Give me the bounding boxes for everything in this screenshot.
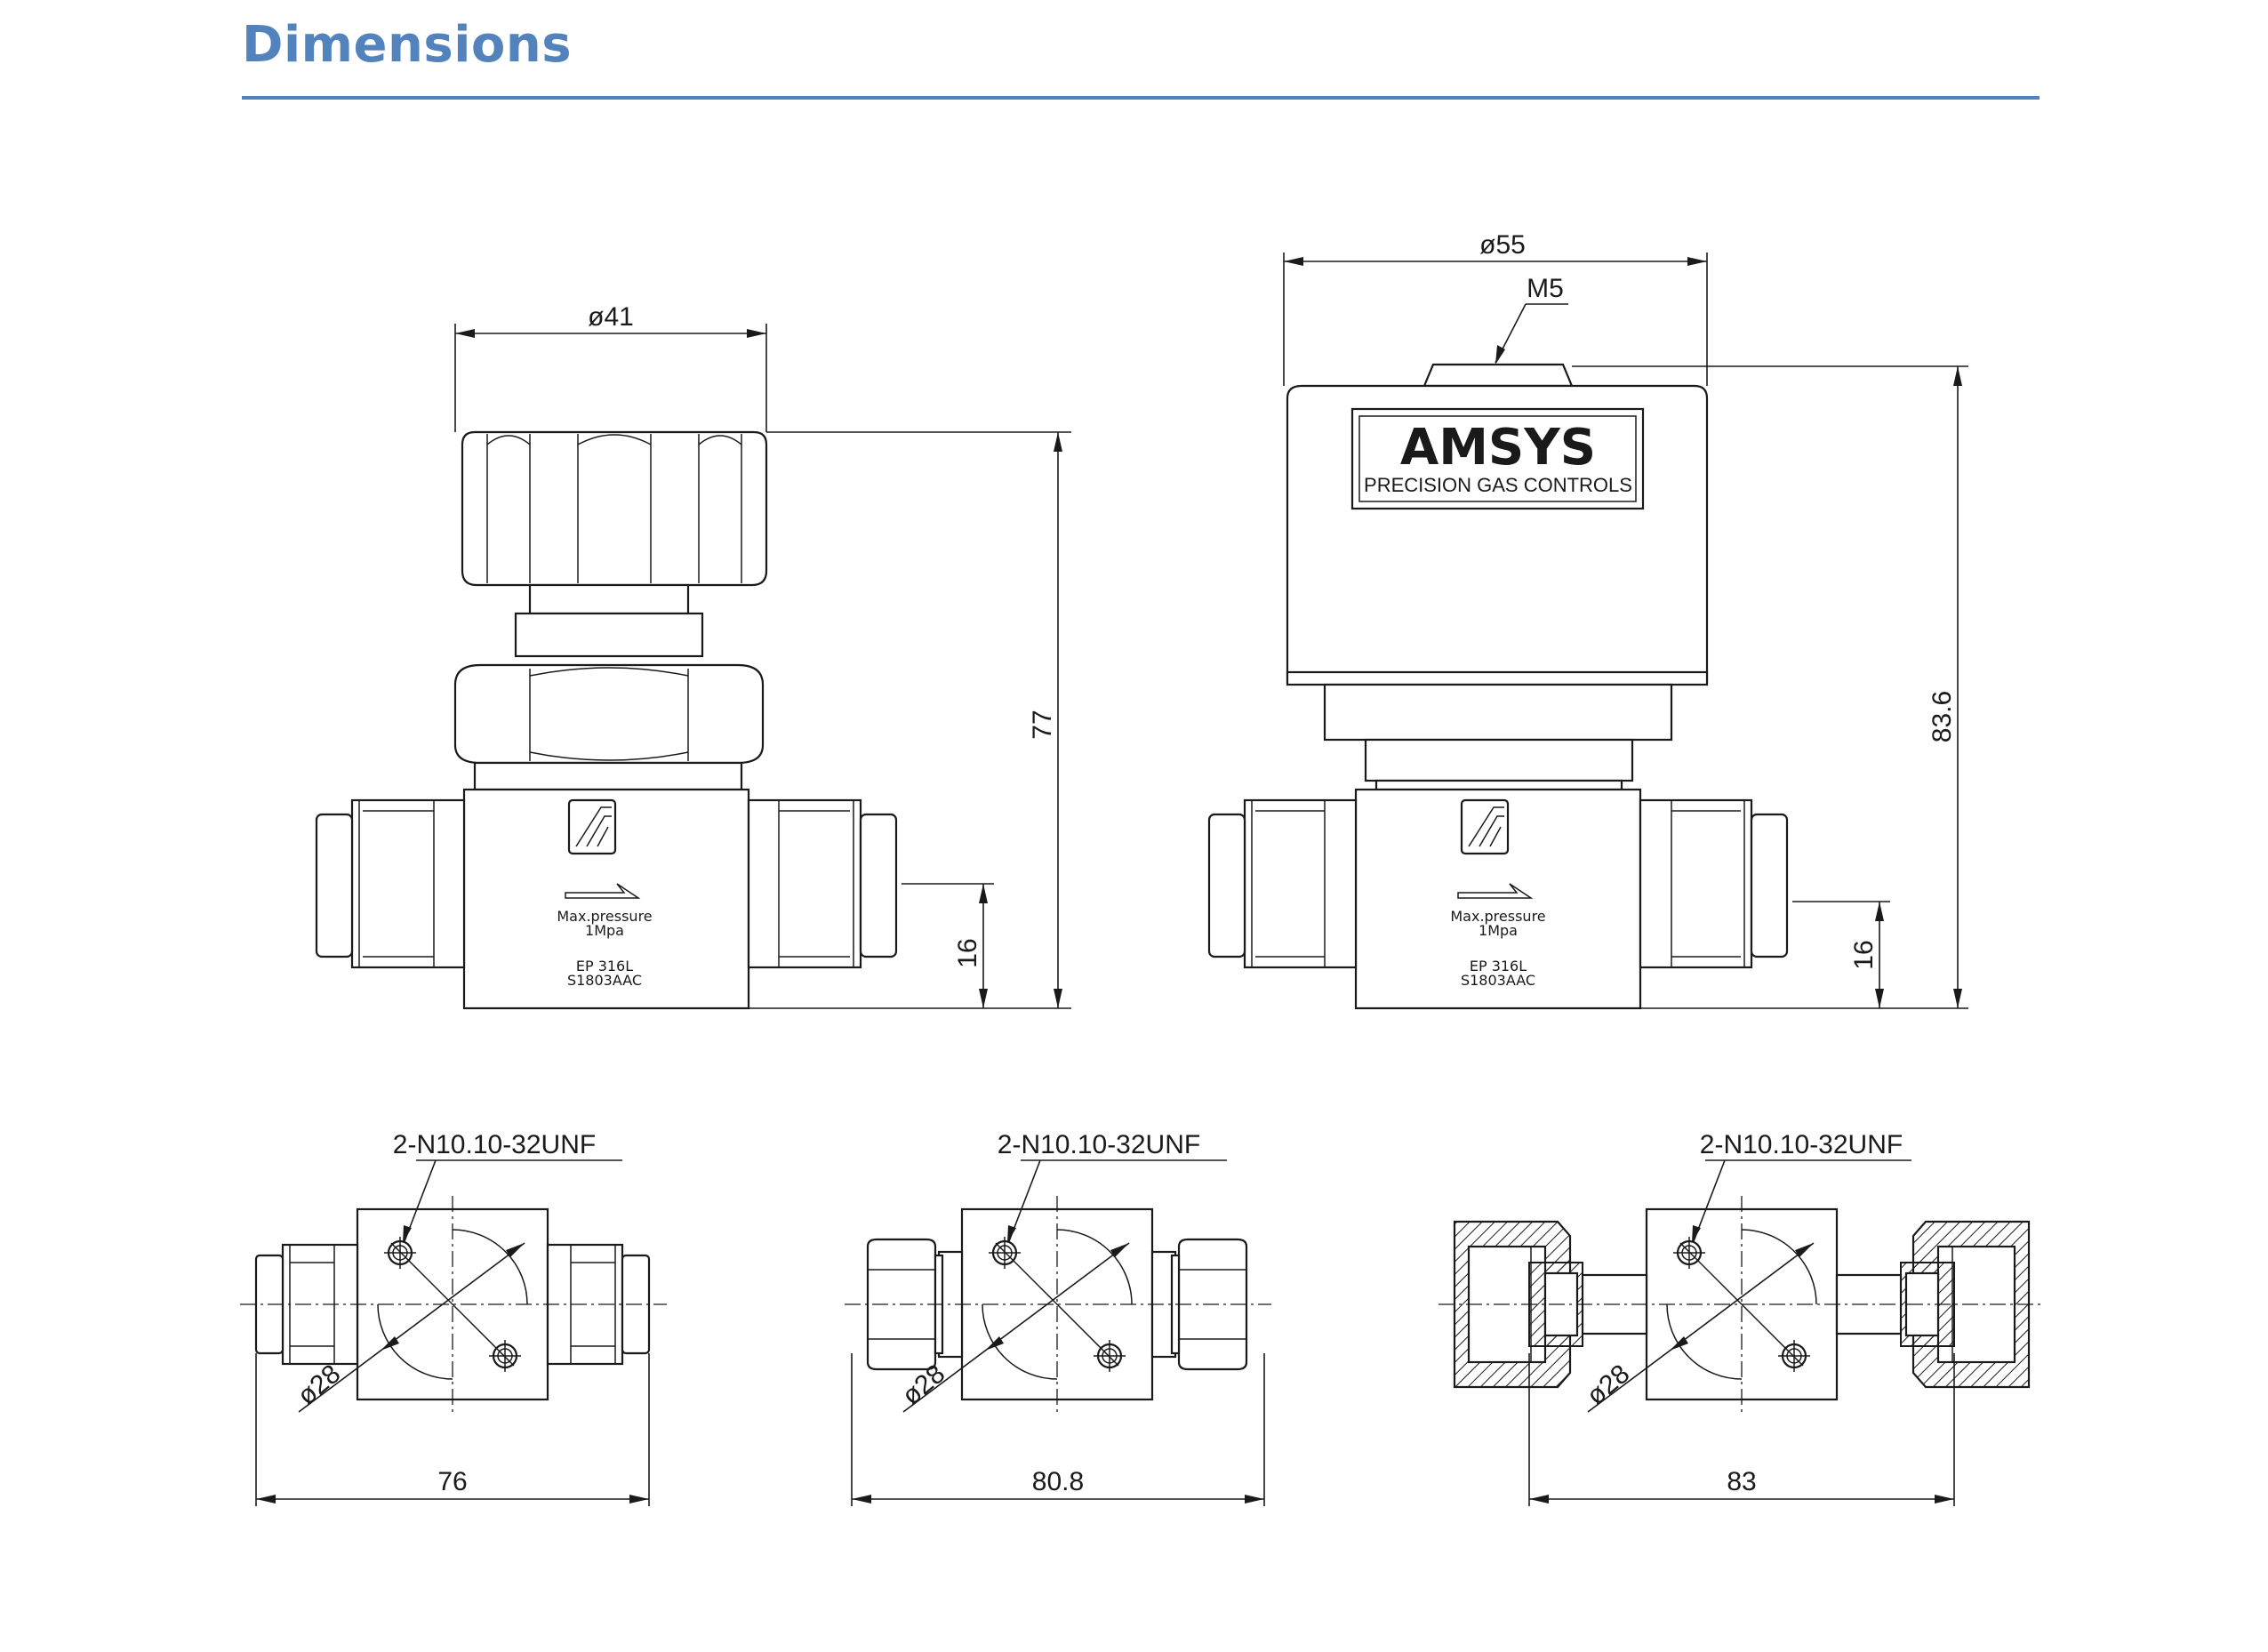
dimension-overall-height: 77 (749, 431, 1071, 1009)
svg-text:16: 16 (953, 938, 982, 967)
bonnet-hex-nut (453, 663, 765, 765)
dimension-port-height: 16 (1792, 901, 1890, 1008)
actuator-housing (1286, 384, 1709, 685)
left-port-fitting (1207, 798, 1358, 969)
bonnet-base (473, 761, 743, 791)
callout-mounting-holes: 2-N10.10-32UNF (1692, 1130, 1911, 1243)
dimension-overall-height: 83.6 (1572, 365, 1968, 1009)
page-title: Dimensions (242, 16, 573, 74)
mounting-hole-icon (1778, 1340, 1810, 1372)
svg-text:76: 76 (437, 1467, 467, 1496)
dimension-overall-length: 83 (1528, 1353, 1955, 1506)
body-label-pressure-value: 1Mpa (585, 922, 624, 939)
svg-text:2-N10.10-32UNF: 2-N10.10-32UNF (998, 1130, 1200, 1159)
front-view-handwheel-valve: Max.pressure 1Mpa EP 316L S1803AAC ø41 (315, 302, 1071, 1010)
body-label-serial: S1803AAC (567, 972, 642, 989)
left-port-fitting (315, 798, 466, 969)
bottom-view-1: ø28 2-N10.10-32UNF 76 (240, 1130, 667, 1506)
left-sectioned-fitting (1453, 1220, 1583, 1389)
right-port-fitting (747, 798, 898, 969)
mounting-hole-icon (489, 1340, 521, 1372)
svg-text:77: 77 (1028, 710, 1057, 739)
bottom-view-2: ø28 2-N10.10-32UNF 80.8 (845, 1130, 1271, 1506)
actuator-neck (1364, 738, 1634, 782)
brand-nameplate: AMSYS PRECISION GAS CONTROLS (1350, 407, 1645, 510)
body-label-material: EP 316L (1470, 958, 1527, 974)
dimension-actuator-diameter: ø55 (1283, 230, 1708, 386)
bonnet-collar (514, 612, 704, 658)
dimension-port-height: 16 (902, 883, 994, 1008)
dimension-overall-length: 76 (255, 1353, 650, 1506)
bottom-view-3: ø28 2-N10.10-32UNF 83 (1439, 1130, 2045, 1506)
callout-mounting-holes: 2-N10.10-32UNF (393, 1130, 622, 1243)
brand-tagline: PRECISION GAS CONTROLS (1364, 474, 1632, 496)
mounting-hole-icon (989, 1237, 1021, 1269)
brand-logo-icon (567, 798, 617, 855)
body-label-pressure: Max.pressure (557, 908, 652, 925)
brand-logo-icon (1460, 798, 1510, 855)
title-underline (242, 96, 2040, 100)
handwheel-knob (461, 430, 768, 587)
right-port-fitting (1639, 798, 1789, 969)
callout-thread-m5: M5 (1495, 274, 1568, 365)
body-label-material: EP 316L (576, 958, 633, 974)
front-view-actuator-valve: AMSYS PRECISION GAS CONTROLS Max.pressur… (1207, 230, 1968, 1010)
actuator-top-boss (1423, 363, 1574, 388)
stem-neck (528, 583, 690, 615)
flow-direction-arrow-icon (1457, 883, 1534, 899)
actuator-adapter (1323, 683, 1673, 742)
valve-body (462, 788, 750, 1010)
body-label-pressure: Max.pressure (1450, 908, 1545, 925)
svg-text:ø28: ø28 (292, 1359, 346, 1411)
mounting-hole-icon (1094, 1340, 1126, 1372)
svg-text:83: 83 (1727, 1467, 1756, 1496)
actuator-housing-lip (1286, 670, 1709, 686)
svg-text:ø55: ø55 (1479, 230, 1526, 260)
svg-text:16: 16 (1849, 940, 1879, 969)
dimension-knob-diameter: ø41 (454, 302, 767, 432)
mounting-hole-icon (384, 1237, 416, 1269)
dimension-overall-length: 80.8 (851, 1353, 1265, 1506)
svg-text:83.6: 83.6 (1927, 691, 1957, 742)
flow-direction-arrow-icon (565, 883, 641, 899)
svg-text:ø41: ø41 (588, 302, 634, 332)
svg-text:2-N10.10-32UNF: 2-N10.10-32UNF (393, 1130, 596, 1159)
mounting-hole-icon (1673, 1237, 1705, 1269)
svg-text:ø28: ø28 (1581, 1359, 1635, 1411)
svg-text:2-N10.10-32UNF: 2-N10.10-32UNF (1700, 1130, 1903, 1159)
svg-text:M5: M5 (1527, 274, 1564, 303)
callout-mounting-holes: 2-N10.10-32UNF (998, 1130, 1227, 1243)
svg-text:80.8: 80.8 (1032, 1467, 1084, 1496)
body-label-serial: S1803AAC (1461, 972, 1535, 989)
actuator-neck-ring (1374, 779, 1623, 791)
brand-name: AMSYS (1400, 419, 1596, 477)
body-label-pressure-value: 1Mpa (1479, 922, 1518, 939)
